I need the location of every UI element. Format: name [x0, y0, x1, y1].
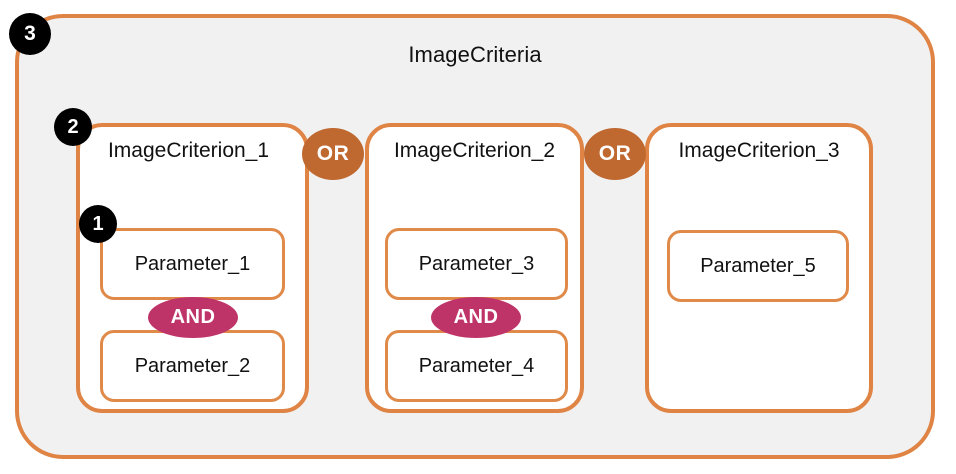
or-operator-badge-1: OR: [302, 128, 364, 180]
callout-badge-2: 2: [54, 108, 92, 146]
image-criterion-2-label: ImageCriterion_2: [393, 139, 556, 162]
callout-badge-1: 1: [79, 205, 117, 243]
image-criterion-1-label: ImageCriterion_1: [107, 139, 270, 162]
and-operator-badge-1: AND: [148, 297, 238, 338]
or-operator-badge-2: OR: [584, 128, 646, 180]
callout-badge-3: 3: [9, 13, 51, 55]
parameter-5-box[interactable]: Parameter_5: [667, 230, 849, 302]
parameter-4-box[interactable]: Parameter_4: [385, 330, 568, 402]
image-criteria-title: ImageCriteria: [408, 42, 542, 67]
parameter-3-box[interactable]: Parameter_3: [385, 228, 568, 300]
and-operator-badge-2: AND: [431, 297, 521, 338]
parameter-1-box[interactable]: Parameter_1: [100, 228, 285, 300]
parameter-2-box[interactable]: Parameter_2: [100, 330, 285, 402]
image-criterion-3-label: ImageCriterion_3: [678, 139, 840, 162]
